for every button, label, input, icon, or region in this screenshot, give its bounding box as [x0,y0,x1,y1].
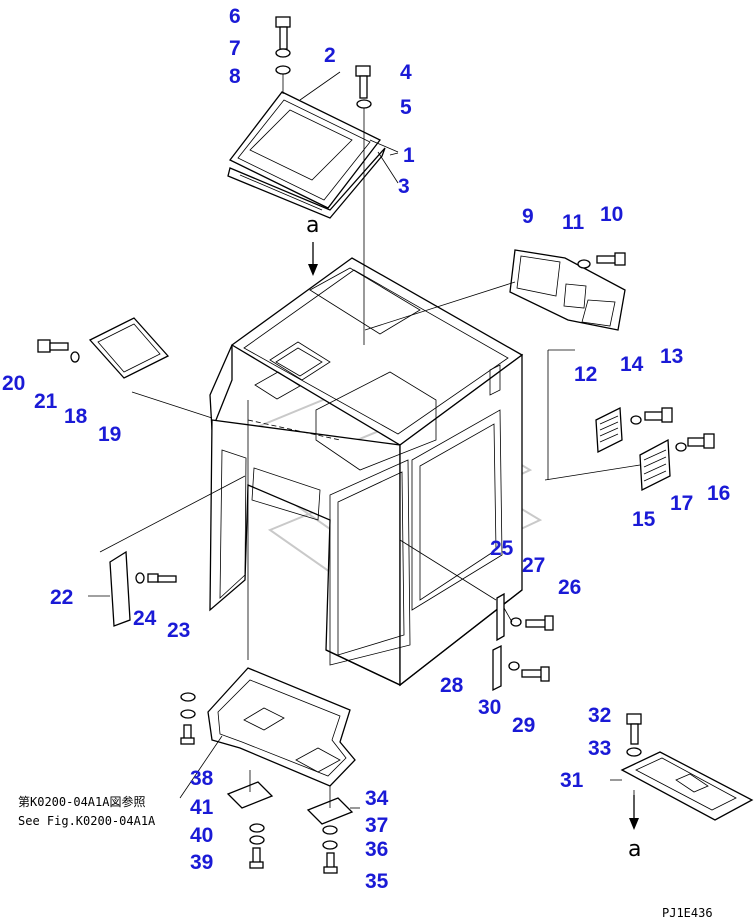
callout-17: 17 [670,492,693,515]
door-brackets [492,592,554,692]
leader-lines [88,71,641,815]
callout-31: 31 [560,769,584,792]
callout-19: 19 [98,423,121,446]
step-plate [620,713,754,821]
callout-29: 29 [512,714,535,737]
callout-25: 25 [490,537,514,560]
callout-14: 14 [620,353,644,376]
cab-body [209,257,524,687]
callout-9: 9 [522,205,534,228]
callout-24: 24 [133,607,157,630]
callout-41: 41 [190,796,214,819]
view-arrow-top: a [306,213,319,276]
callout-23: 23 [167,619,190,642]
callout-labels: 1 2 3 4 5 6 7 8 9 10 11 12 13 14 15 16 1… [2,5,730,893]
callout-20: 20 [2,372,25,395]
reference-note-jp: 第K0200-04A1A図参照 [18,794,145,809]
callout-6: 6 [229,5,241,28]
reference-note-en: See Fig.K0200-04A1A [18,814,156,828]
drawing-code: PJ1E436 [662,906,713,920]
callout-37: 37 [365,814,388,837]
callout-12: 12 [574,363,597,386]
svg-text:a: a [628,837,641,862]
callout-38: 38 [190,767,214,790]
callout-18: 18 [64,405,88,428]
left-bracket [109,550,177,627]
callout-27: 27 [522,554,545,577]
callout-7: 7 [229,37,241,60]
callout-8: 8 [229,65,241,88]
callout-33: 33 [588,737,611,760]
callout-36: 36 [365,838,388,861]
callout-39: 39 [190,851,213,874]
callout-11: 11 [562,211,585,234]
callout-1: 1 [403,144,415,167]
callout-34: 34 [365,787,389,810]
callout-5: 5 [400,96,412,119]
callout-22: 22 [50,586,73,609]
callout-28: 28 [440,674,464,697]
svg-text:a: a [306,213,319,238]
callout-32: 32 [588,704,611,727]
rear-vent-cover [509,249,626,331]
side-grilles [595,406,715,492]
side-plate-left [37,317,170,379]
callout-30: 30 [478,696,501,719]
callout-15: 15 [632,508,656,531]
callout-13: 13 [660,345,683,368]
callout-2: 2 [324,44,336,67]
callout-40: 40 [190,824,213,847]
callout-21: 21 [34,390,58,413]
callout-10: 10 [600,203,623,226]
roof-bolts [275,16,372,109]
callout-3: 3 [398,175,410,198]
callout-35: 35 [365,870,389,893]
roof-cover-assembly [227,91,386,219]
view-arrow-bottom: a [628,795,641,862]
callout-26: 26 [558,576,581,599]
floor-plate [180,667,356,874]
callout-4: 4 [400,61,412,84]
callout-16: 16 [707,482,730,505]
